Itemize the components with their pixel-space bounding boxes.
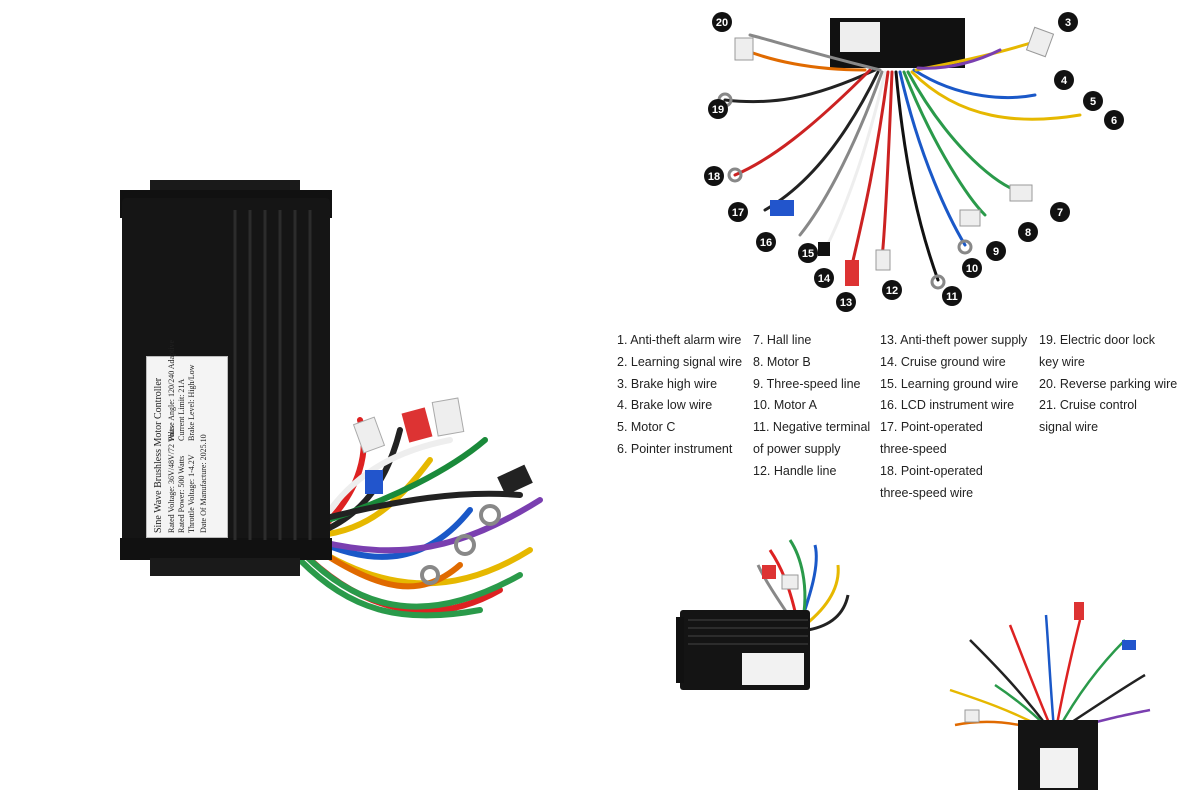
svg-text:13: 13 bbox=[840, 297, 852, 309]
callout-19: 19 bbox=[708, 99, 728, 119]
svg-text:12: 12 bbox=[886, 285, 898, 297]
legend-item: 7. Hall line bbox=[753, 333, 812, 347]
label-throttle-voltage: Throttle Voltage: 1-4.2V bbox=[187, 454, 196, 533]
wire-legend-col-1: 1. Anti-theft alarm wire 2. Learning sig… bbox=[617, 330, 742, 461]
callout-13: 13 bbox=[836, 292, 856, 312]
svg-text:6: 6 bbox=[1111, 115, 1117, 127]
product-label: Sine Wave Brushless Motor Controller Rat… bbox=[146, 340, 228, 538]
wiring-diagram: 20 3 4 5 6 7 8 9 10 11 12 13 14 15 16 17… bbox=[690, 10, 1160, 320]
svg-text:11: 11 bbox=[946, 291, 958, 303]
svg-text:17: 17 bbox=[732, 207, 744, 219]
callout-12: 12 bbox=[882, 280, 902, 300]
svg-text:16: 16 bbox=[760, 237, 772, 249]
label-phase-angle: Phase Angle: 120/240 Adaptive bbox=[167, 339, 176, 441]
callout-11: 11 bbox=[942, 286, 962, 306]
wiring-diagram-svg bbox=[717, 18, 1082, 290]
legend-item: of power supply bbox=[753, 441, 841, 456]
legend-item: 17. Point-operated bbox=[880, 420, 983, 435]
legend-item: 9. Three-speed line bbox=[753, 376, 861, 391]
callout-17: 17 bbox=[728, 202, 748, 222]
callout-18: 18 bbox=[704, 166, 724, 186]
label-current-limit: Current Limit: 21A bbox=[177, 378, 186, 441]
legend-item: 13. Anti-theft power supply bbox=[880, 333, 1028, 347]
svg-text:10: 10 bbox=[966, 263, 978, 275]
legend-item: three-speed wire bbox=[880, 485, 974, 500]
thumbnail-top-view bbox=[940, 600, 1160, 790]
legend-item: three-speed bbox=[880, 441, 947, 456]
callout-10: 10 bbox=[962, 258, 982, 278]
callout-5: 5 bbox=[1083, 91, 1103, 111]
svg-text:7: 7 bbox=[1057, 207, 1063, 219]
svg-text:8: 8 bbox=[1025, 227, 1031, 239]
svg-text:3: 3 bbox=[1065, 17, 1071, 29]
callout-15: 15 bbox=[798, 243, 818, 263]
svg-text:14: 14 bbox=[818, 273, 831, 285]
wire-legend-col-2: 7. Hall line 8. Motor B 9. Three-speed l… bbox=[753, 330, 870, 483]
label-date: Date Of Manufacture: 2025.10 bbox=[199, 434, 208, 533]
label-brake-level: Brake Level: High/Low bbox=[187, 364, 196, 441]
svg-text:20: 20 bbox=[716, 17, 728, 29]
callout-8: 8 bbox=[1018, 222, 1038, 242]
callout-9: 9 bbox=[986, 241, 1006, 261]
main-product-image: Sine Wave Brushless Motor Controller Rat… bbox=[100, 170, 570, 650]
svg-text:4: 4 bbox=[1061, 75, 1068, 87]
callout-14: 14 bbox=[814, 268, 834, 288]
svg-text:18: 18 bbox=[708, 171, 720, 183]
legend-item: 20. Reverse parking wire bbox=[1039, 376, 1178, 391]
legend-item: 11. Negative terminal bbox=[753, 420, 871, 435]
legend-item: 5. Motor C bbox=[617, 420, 676, 435]
wire-legend-col-4: 19. Electric door lock key wire 20. Reve… bbox=[1039, 330, 1177, 439]
legend-item: 6. Pointer instrument bbox=[617, 441, 733, 456]
legend-item: 1. Anti-theft alarm wire bbox=[617, 333, 742, 347]
legend-item: 12. Handle line bbox=[753, 463, 837, 478]
legend-item: 8. Motor B bbox=[753, 354, 811, 369]
svg-text:15: 15 bbox=[802, 248, 814, 260]
legend-item: 16. LCD instrument wire bbox=[880, 398, 1015, 413]
svg-text:19: 19 bbox=[712, 104, 724, 116]
callout-3: 3 bbox=[1058, 12, 1078, 32]
legend-item: 4. Brake low wire bbox=[617, 398, 713, 413]
callout-20: 20 bbox=[712, 12, 732, 32]
legend-item: 14. Cruise ground wire bbox=[880, 354, 1006, 369]
legend-item: key wire bbox=[1039, 354, 1085, 369]
label-rated-power: Rated Power: 500 Watts bbox=[177, 455, 186, 533]
legend-item: 21. Cruise control bbox=[1039, 398, 1137, 413]
thumbnail-side-view bbox=[670, 525, 850, 695]
callout-6: 6 bbox=[1104, 110, 1124, 130]
legend-item: 2. Learning signal wire bbox=[617, 354, 743, 369]
legend-item: 15. Learning ground wire bbox=[880, 376, 1019, 391]
label-title: Sine Wave Brushless Motor Controller bbox=[153, 377, 164, 533]
svg-text:9: 9 bbox=[993, 246, 999, 258]
legend-item: 19. Electric door lock bbox=[1039, 333, 1156, 347]
legend-item: signal wire bbox=[1039, 420, 1099, 435]
label-rated-voltage: Rated Voltage: 36V/48V/72 Volts bbox=[167, 425, 176, 533]
wire-legend-col-3: 13. Anti-theft power supply 14. Cruise g… bbox=[880, 330, 1027, 504]
legend-item: 10. Motor A bbox=[753, 398, 817, 413]
legend-item: 18. Point-operated bbox=[880, 463, 983, 478]
callout-16: 16 bbox=[756, 232, 776, 252]
callout-7: 7 bbox=[1050, 202, 1070, 222]
callout-4: 4 bbox=[1054, 70, 1074, 90]
legend-item: 3. Brake high wire bbox=[617, 376, 718, 391]
svg-text:5: 5 bbox=[1090, 96, 1096, 108]
